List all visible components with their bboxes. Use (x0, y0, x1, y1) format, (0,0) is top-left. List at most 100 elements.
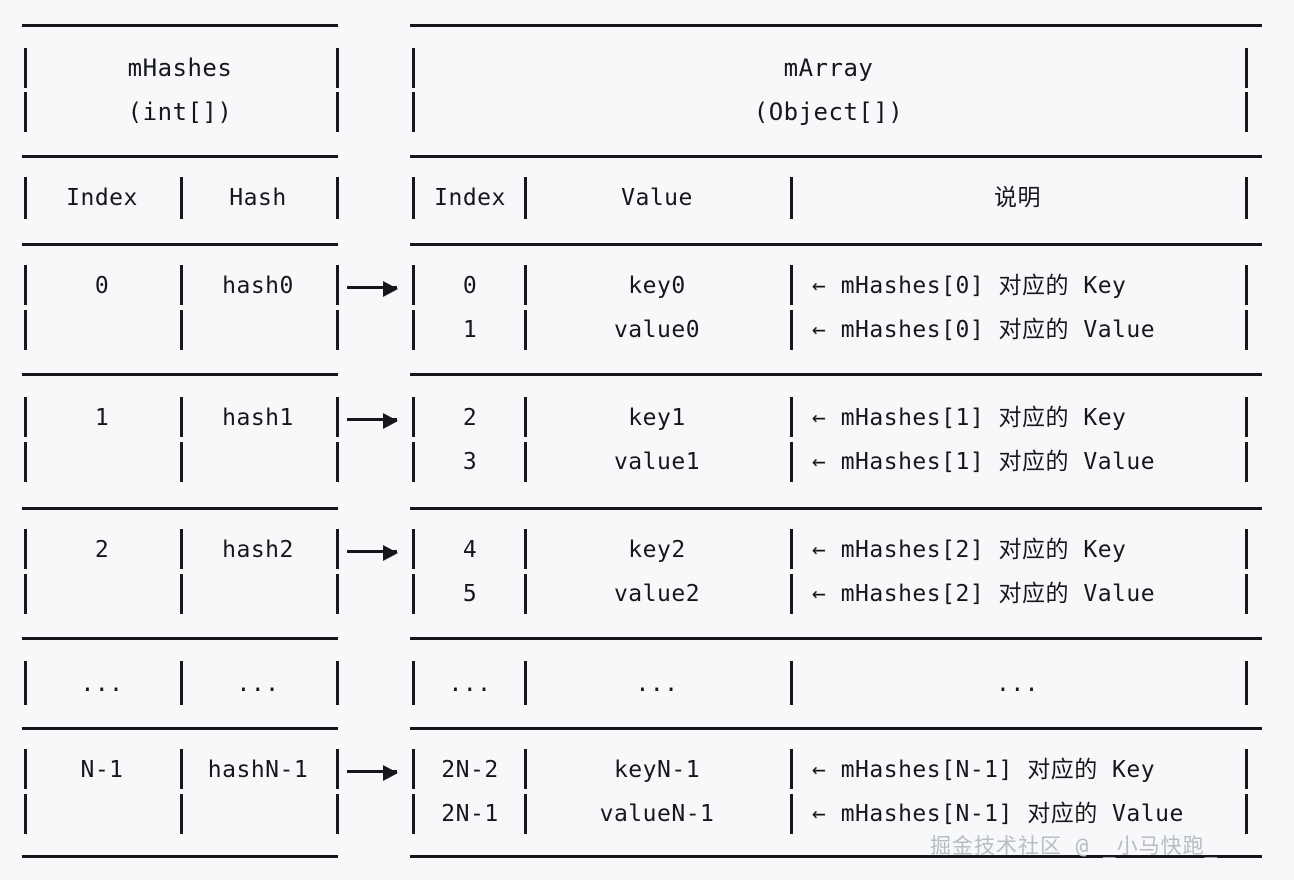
marray-col-divider-value (790, 397, 793, 437)
marray-col-divider-value (790, 177, 793, 219)
marray-cell-index: ... (448, 670, 492, 697)
mhashes-cell-index: 0 (94, 272, 110, 299)
mhashes-header-hash: Hash (229, 184, 287, 211)
mhashes-header-index: Index (66, 184, 138, 211)
mhashes-border-left (24, 397, 27, 437)
mhashes-border-left (24, 92, 27, 132)
mhashes-cell-hash: hashN-1 (207, 756, 309, 783)
mhashes-border-left (24, 442, 27, 482)
marray-border-left (412, 749, 415, 789)
marray-col-divider-value (790, 661, 793, 705)
marray-border-left (412, 310, 415, 350)
marray-rule-group-1 (410, 507, 1262, 510)
mhashes-col-divider (180, 661, 183, 705)
marray-header-index: Index (434, 184, 506, 211)
marray-rule-bottom (410, 855, 1262, 858)
marray-rule-group-0 (410, 373, 1262, 376)
marray-border-left (412, 794, 415, 834)
marray-cell-value: ... (635, 670, 679, 697)
mhashes-border-right (336, 794, 339, 834)
marray-rule-title (410, 155, 1262, 158)
marray-col-divider-index (524, 574, 527, 614)
marray-border-left (412, 529, 415, 569)
marray-col-divider-index (524, 529, 527, 569)
mhashes-border-left (24, 661, 27, 705)
mhashes-rule-bottom (22, 855, 338, 858)
mhashes-border-right (336, 574, 339, 614)
watermark-text: 掘金技术社区 @ _小马快跑_ (930, 834, 1219, 858)
mhashes-col-divider (180, 310, 183, 350)
marray-border-right (1245, 48, 1248, 88)
marray-col-divider-index (524, 265, 527, 305)
marray-cell-note: ← mHashes[2] 对应的 Key (812, 536, 1127, 563)
marray-col-divider-index (524, 794, 527, 834)
marray-border-left (412, 177, 415, 219)
mhashes-border-left (24, 749, 27, 789)
marray-cell-note: ← mHashes[N-1] 对应的 Value (812, 800, 1184, 827)
mhashes-border-left (24, 177, 27, 219)
mhashes-border-left (24, 529, 27, 569)
mhashes-border-left (24, 265, 27, 305)
marray-cell-index: 0 (462, 272, 478, 299)
marray-cell-value: value1 (613, 448, 701, 475)
marray-header-value: Value (621, 184, 693, 211)
marray-cell-note: ← mHashes[N-1] 对应的 Key (812, 756, 1156, 783)
marray-cell-value: value2 (613, 580, 701, 607)
marray-col-divider-index (524, 310, 527, 350)
marray-border-right (1245, 177, 1248, 219)
marray-cell-value: keyN-1 (613, 756, 701, 783)
mhashes-cell-index: ... (80, 670, 124, 697)
marray-border-left (412, 442, 415, 482)
mhashes-col-divider (180, 529, 183, 569)
marray-cell-note: ← mHashes[0] 对应的 Key (812, 272, 1127, 299)
marray-cell-index: 1 (462, 316, 478, 343)
mhashes-rule-row-0 (22, 373, 338, 376)
marray-rule-group-2 (410, 637, 1262, 640)
mhashes-col-divider (180, 265, 183, 305)
marray-rule-header (410, 243, 1262, 246)
mhashes-cell-hash: hash0 (222, 272, 294, 299)
marray-cell-index: 2N-1 (441, 800, 499, 827)
marray-border-right (1245, 749, 1248, 789)
marray-border-left (412, 397, 415, 437)
mhashes-cell-hash: ... (236, 670, 280, 697)
marray-cell-value: valueN-1 (599, 800, 715, 827)
mhashes-border-right (336, 177, 339, 219)
marray-cell-index: 4 (462, 536, 478, 563)
marray-border-right (1245, 529, 1248, 569)
marray-border-right (1245, 310, 1248, 350)
marray-border-right (1245, 92, 1248, 132)
marray-header-note: 说明 (994, 184, 1041, 211)
mhashes-border-left (24, 794, 27, 834)
marray-col-divider-value (790, 310, 793, 350)
marray-cell-note: ← mHashes[1] 对应的 Key (812, 404, 1127, 431)
mhashes-cell-hash: hash1 (222, 404, 294, 431)
marray-col-divider-value (790, 749, 793, 789)
marray-cell-note: ← mHashes[1] 对应的 Value (812, 448, 1156, 475)
connector-arrow-hash1 (347, 413, 398, 429)
marray-cell-note: ← mHashes[0] 对应的 Value (812, 316, 1156, 343)
marray-cell-index: 5 (462, 580, 478, 607)
mhashes-rule-row-1 (22, 507, 338, 510)
mhashes-col-divider (180, 749, 183, 789)
marray-cell-note: ← mHashes[2] 对应的 Value (812, 580, 1156, 607)
marray-cell-note: ... (995, 670, 1040, 697)
marray-border-right (1245, 442, 1248, 482)
mhashes-rule-title (22, 155, 338, 158)
mhashes-border-right (336, 442, 339, 482)
marray-cell-index: 2N-2 (441, 756, 499, 783)
marray-cell-value: key2 (628, 536, 686, 563)
marray-col-divider-index (524, 442, 527, 482)
marray-cell-value: key0 (628, 272, 686, 299)
mhashes-col-divider (180, 574, 183, 614)
marray-border-right (1245, 661, 1248, 705)
marray-border-left (412, 574, 415, 614)
mhashes-rule-top (22, 24, 338, 27)
mhashes-cell-index: 2 (94, 536, 110, 563)
marray-col-divider-index (524, 397, 527, 437)
marray-cell-index: 3 (462, 448, 478, 475)
marray-cell-index: 2 (462, 404, 478, 431)
marray-col-divider-index (524, 749, 527, 789)
mhashes-title: mHashes (127, 54, 233, 82)
